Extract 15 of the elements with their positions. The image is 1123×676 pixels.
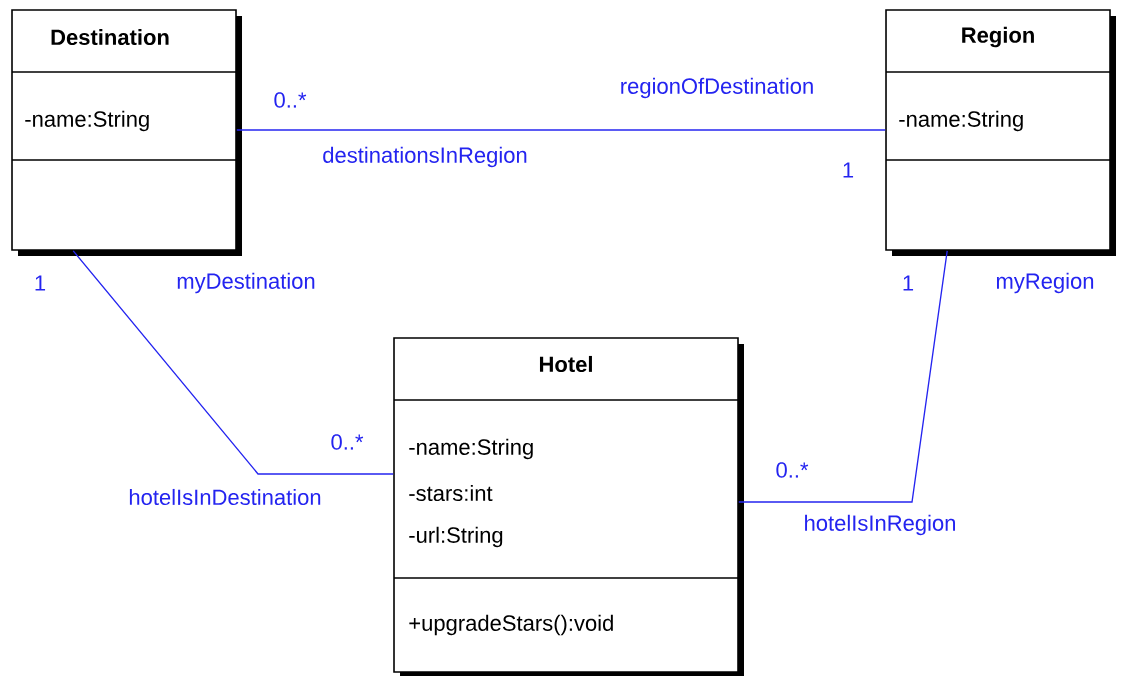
class-box: Destination -name:String xyxy=(11,9,242,256)
role-label: destinationsInRegion xyxy=(323,146,527,168)
association-line xyxy=(738,250,948,503)
role-label: 0..* xyxy=(776,462,809,478)
role-label: hotelIsInDestination xyxy=(129,488,321,506)
role-label: 1 xyxy=(35,275,46,291)
association-line xyxy=(236,129,886,131)
role-label: hotelIsInRegion xyxy=(805,514,955,536)
class-box: Hotel -name:String -stars:int -url:String +upgradeStars():void xyxy=(393,337,744,676)
role-label: 0..* xyxy=(331,434,364,450)
role-label: 0..* xyxy=(274,92,307,108)
class-box: Region -name:String xyxy=(885,9,1116,256)
role-label: 1 xyxy=(843,162,854,178)
role-label: myDestination xyxy=(177,272,315,294)
role-label: regionOfDestination xyxy=(621,77,813,99)
